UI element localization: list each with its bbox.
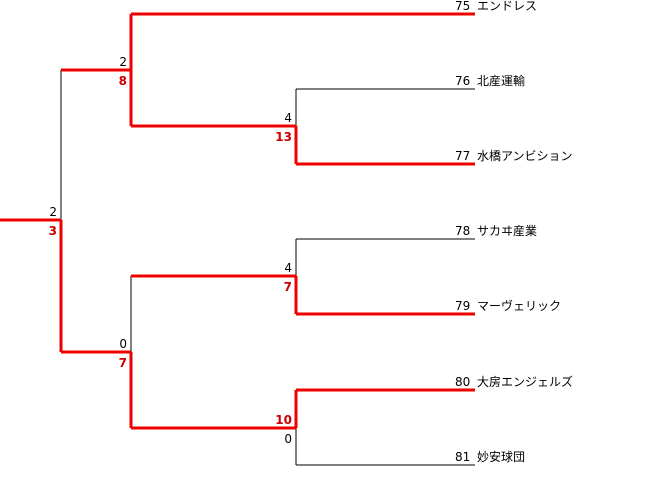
team-seed: 77 xyxy=(455,149,470,163)
team-name: 大房エンジェルズ xyxy=(477,374,573,389)
qf1-bottom-score: 13 xyxy=(275,130,292,144)
qf2-top-score: 4 xyxy=(284,261,292,275)
team-name: 妙安球団 xyxy=(477,449,525,464)
team-name: サカヰ産業 xyxy=(477,223,537,238)
team-name: マーヴェリック xyxy=(477,298,561,313)
qf3-bottom-score: 0 xyxy=(284,432,292,446)
final-top-score: 2 xyxy=(49,205,57,219)
bracket-lines xyxy=(60,70,475,466)
team-seed: 76 xyxy=(455,74,470,88)
sf2-top-score: 0 xyxy=(119,337,127,351)
qf1-top-score: 4 xyxy=(284,111,292,125)
team-labels: 75 エンドレス 76 北産運輸 77 水橋アンビション 78 サカヰ産業 79… xyxy=(455,0,573,464)
team-seed: 81 xyxy=(455,450,470,464)
team-seed: 80 xyxy=(455,375,470,389)
qf2-bottom-score: 7 xyxy=(284,280,292,294)
sf1-bottom-score: 8 xyxy=(119,74,127,88)
final-bottom-score: 3 xyxy=(49,224,57,238)
team-name: 北産運輸 xyxy=(477,73,525,88)
sf2-bottom-score: 7 xyxy=(119,356,127,370)
team-seed: 75 xyxy=(455,0,470,13)
team-seed: 79 xyxy=(455,299,470,313)
team-name: 水橋アンビション xyxy=(477,149,573,163)
winning-path xyxy=(0,12,475,430)
team-name: エンドレス xyxy=(477,0,537,13)
sf1-top-score: 2 xyxy=(119,55,127,69)
scores: 4 13 4 7 10 0 2 8 0 7 2 3 xyxy=(49,55,292,446)
qf3-top-score: 10 xyxy=(275,413,292,427)
team-seed: 78 xyxy=(455,224,470,238)
